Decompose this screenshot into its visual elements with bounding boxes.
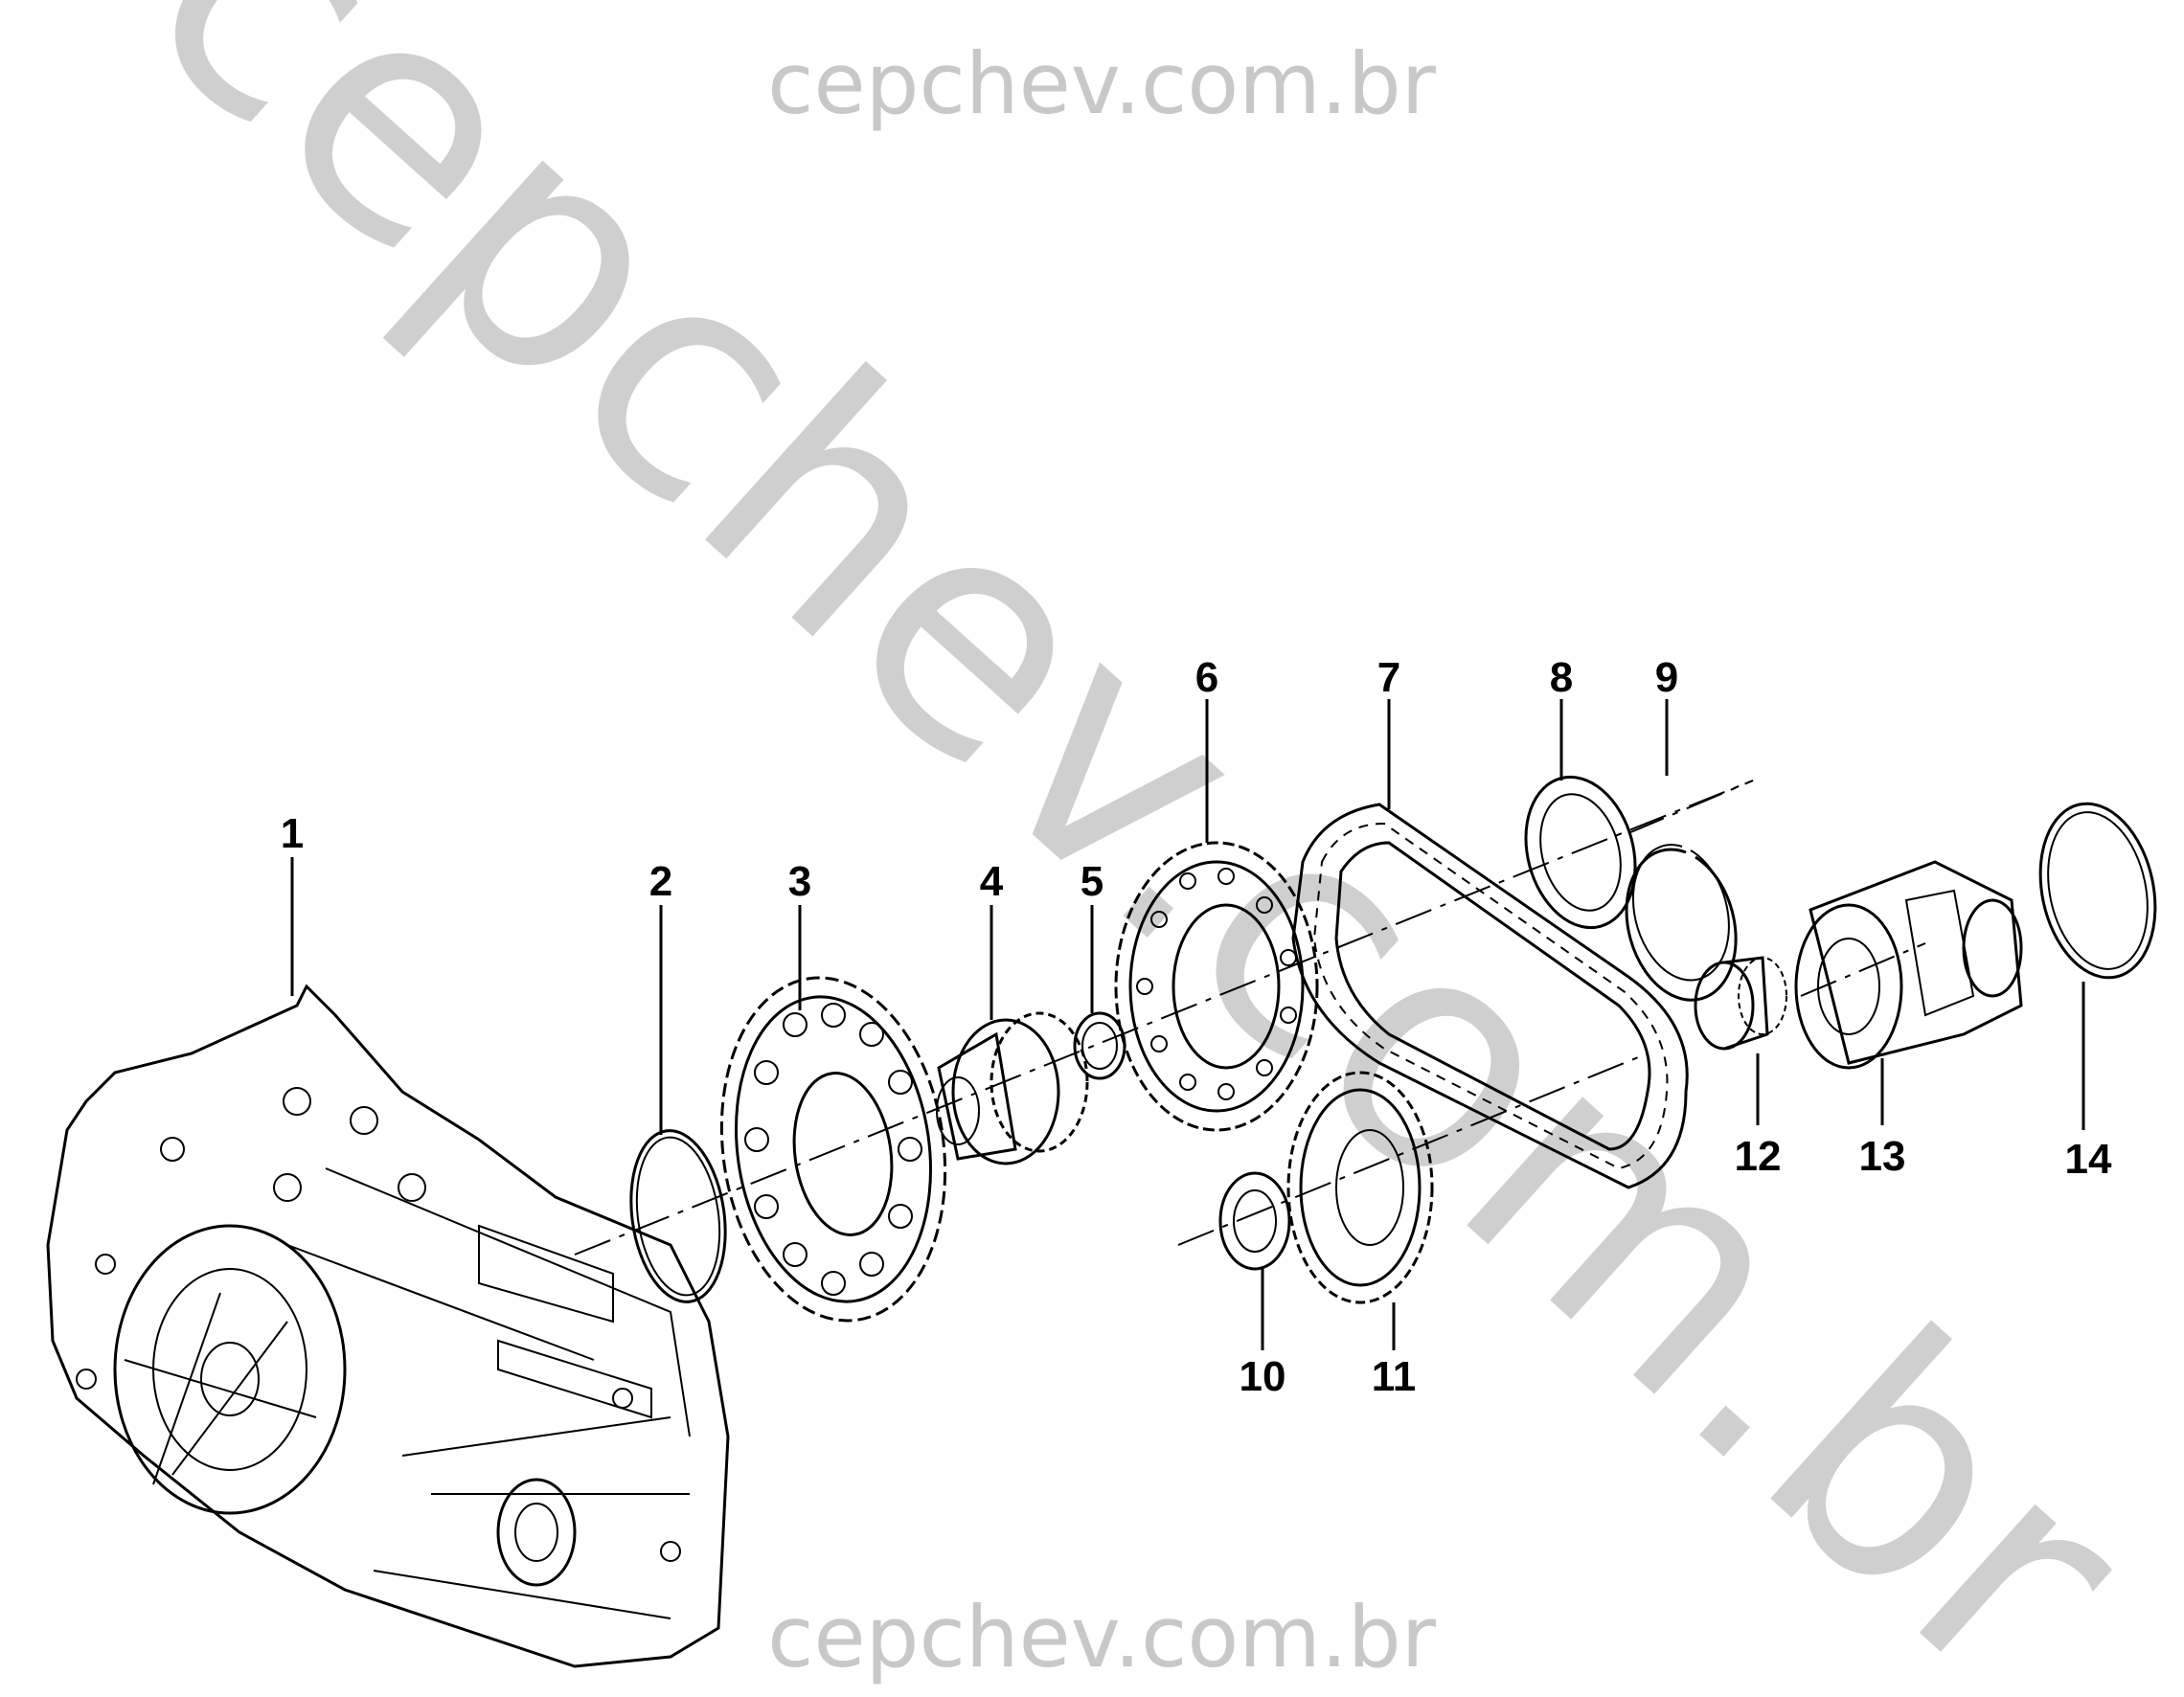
callout-7: 7 <box>1377 654 1400 701</box>
callout-14: 14 <box>2065 1136 2112 1183</box>
callout-4: 4 <box>980 858 1004 905</box>
drive-sprocket <box>1114 841 1319 1132</box>
callout-3: 3 <box>788 858 811 905</box>
snap-ring-outer <box>1625 844 1738 1002</box>
spacer-washer <box>1218 1171 1291 1271</box>
watermark-top: cepchev.com.br <box>767 34 1437 133</box>
callout-5: 5 <box>1081 858 1103 905</box>
callout-12: 12 <box>1735 1133 1782 1180</box>
transmission-case <box>46 984 730 1668</box>
watermark-diagonal: cepchev.com.br <box>81 0 2184 1697</box>
thrust-washer <box>1073 1011 1126 1080</box>
differential-case <box>1794 860 2023 1070</box>
callout-10: 10 <box>1240 1353 1286 1400</box>
drive-chain <box>1291 803 1689 1189</box>
snap-ring <box>629 1129 727 1303</box>
driven-gear <box>1286 1071 1434 1304</box>
watermark-bottom: cepchev.com.br <box>767 1588 1437 1686</box>
callout-2: 2 <box>649 858 672 905</box>
callout-labels: 1 2 3 4 5 6 7 8 9 10 11 12 13 14 <box>281 654 2112 1400</box>
callout-8: 8 <box>1550 654 1573 701</box>
drive-gear <box>719 976 947 1323</box>
callout-1: 1 <box>281 810 304 857</box>
callout-9: 9 <box>1655 654 1678 701</box>
tapered-bearing <box>1694 956 1787 1051</box>
leader-lines <box>290 699 2085 1350</box>
callout-11: 11 <box>1372 1353 1417 1400</box>
callout-6: 6 <box>1195 654 1218 701</box>
shaft-gear <box>936 1011 1089 1165</box>
assembly-axes <box>574 780 1926 1256</box>
seal-ring <box>2038 802 2157 980</box>
callout-13: 13 <box>1859 1133 1906 1180</box>
